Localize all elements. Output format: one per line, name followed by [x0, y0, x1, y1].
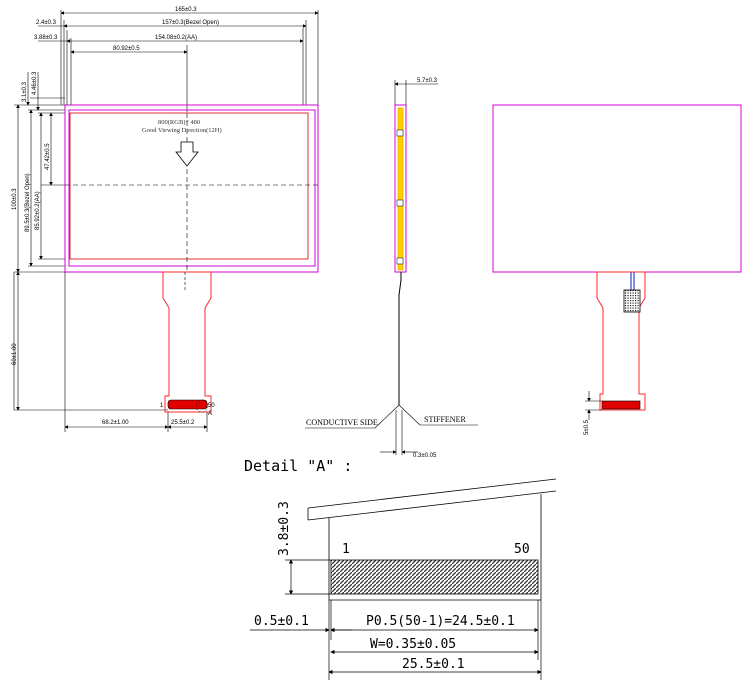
detail-edge-offset: 0.5±0.1	[254, 614, 309, 629]
dim-aa-height: 85.92±0.2(AA)	[35, 191, 41, 230]
dim-left-offset2: 3.88±0.3	[34, 35, 58, 41]
dim-fpc-length: 60±1.00	[12, 343, 18, 365]
bezel-opening	[68, 109, 316, 267]
dim-left-offset: 2.4±0.3	[36, 20, 57, 26]
detail-pin-last: 50	[514, 542, 530, 557]
detail-total-width: 25.5±0.1	[402, 657, 465, 672]
back-panel-outline	[492, 104, 742, 273]
dim-fpc-offset: 68.2±1.00	[102, 420, 129, 426]
detail-dimensions	[250, 559, 542, 680]
detail-a: Detail "A" : 1 50 3.8±0.3 0.5±0.	[244, 457, 557, 680]
detail-title: Detail "A" :	[244, 457, 352, 475]
top-dimensions	[38, 10, 319, 112]
back-view: 5±0.5	[492, 104, 742, 435]
detail-pin-first: 1	[342, 542, 350, 557]
detail-contact-pads	[330, 559, 539, 595]
back-fpc-tail	[596, 271, 646, 411]
detail-stiffener-height: 3.8±0.3	[277, 501, 292, 556]
fpc-contact-pads	[167, 399, 208, 410]
viewing-direction-note: Good Viewing Direction(12H)	[142, 127, 222, 134]
detail-pitch: P0.5(50-1)=24.5±0.1	[366, 614, 515, 629]
dim-bezel-width: 157±0.3(Bezel Open)	[162, 20, 219, 26]
detail-a-marker	[195, 399, 209, 413]
side-fpc	[398, 272, 402, 405]
left-dimensions	[13, 72, 168, 411]
pin-last-label: 50	[208, 403, 215, 409]
dim-fpc-thickness: 0.3±0.05	[413, 453, 437, 459]
back-stiffener	[601, 400, 641, 410]
dim-overall-width: 165±0.3	[175, 7, 197, 13]
side-stiffener	[397, 107, 404, 271]
dim-thickness: 5.7±0.3	[417, 78, 438, 84]
bottom-dimensions	[64, 272, 208, 432]
dim-aa-width: 154.08±0.2(AA)	[155, 35, 197, 41]
side-view: 5.7±0.3 CONDUCTIVE SIDE STIFFENER 0.3±0.…	[305, 78, 478, 459]
detail-ref-label: A	[208, 411, 212, 417]
dim-center-height: 47.42±0.5	[45, 143, 51, 170]
dim-overall-height: 100±0.3	[12, 188, 18, 210]
dim-fpc-width: 25.5±0.2	[171, 420, 195, 426]
detail-pin-width: W=0.35±0.05	[370, 637, 456, 652]
dim-top-offset1: 3.1±0.3	[22, 81, 28, 102]
front-view: 165±0.3 157±0.3(Bezel Open) 154.08±0.2(A…	[12, 7, 319, 432]
dim-center-width: 80.92±0.5	[113, 46, 140, 52]
fpc-tail	[162, 271, 212, 413]
pin-first-label: 1	[160, 403, 164, 409]
back-ic-component	[623, 289, 641, 313]
dim-bezel-height: 89.5±0.3(Bezel Open)	[25, 173, 31, 232]
resolution-note: 800(RGB)* 480	[158, 119, 200, 126]
viewing-arrow-icon	[175, 141, 199, 167]
dim-tail: 5±0.5	[584, 419, 590, 435]
active-area	[69, 112, 309, 260]
stiffener-label: STIFFENER	[424, 415, 466, 424]
dim-top-offset2: 4.46±0.3	[32, 71, 38, 95]
conductive-side-label: CONDUCTIVE SIDE	[306, 418, 378, 427]
